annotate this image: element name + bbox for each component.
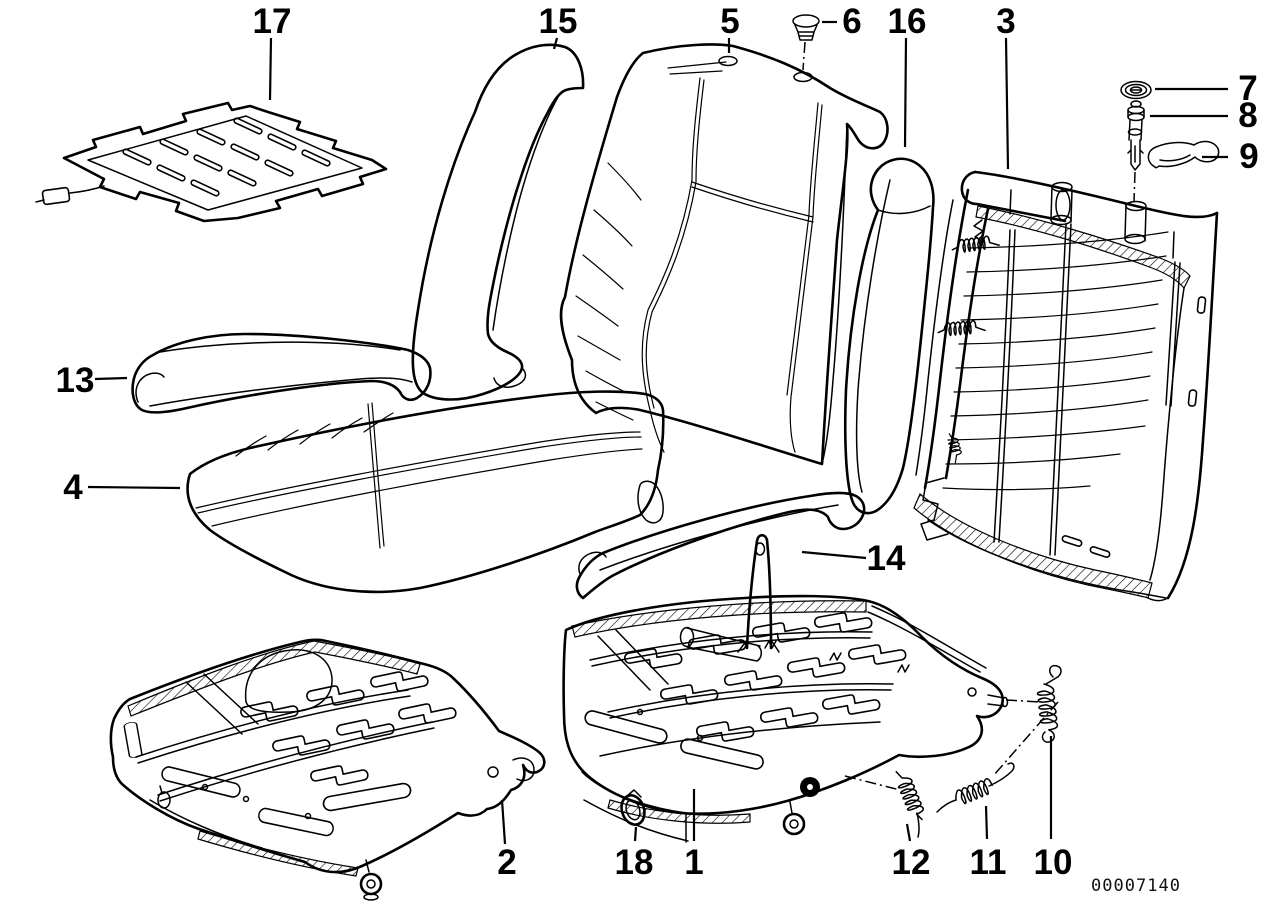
o-ring xyxy=(620,789,646,826)
callout-12-label[interactable]: 12 xyxy=(892,843,931,882)
callout-6-label[interactable]: 6 xyxy=(842,2,861,41)
headrest-hole-left xyxy=(718,55,738,67)
heating-element xyxy=(35,101,388,223)
frame-center-slots xyxy=(623,607,908,747)
callout-16: 16 xyxy=(888,2,927,148)
tension-spring-10 xyxy=(1036,664,1062,743)
backrest-cover xyxy=(559,43,889,524)
tension-spring-11 xyxy=(936,762,1015,813)
frame-slats xyxy=(942,231,1169,491)
callout-5-label[interactable]: 5 xyxy=(720,2,739,41)
callout-9-label[interactable]: 9 xyxy=(1239,137,1258,176)
heater-connector xyxy=(35,186,71,206)
callout-9: 9 xyxy=(1202,137,1259,176)
seat-frame-center xyxy=(562,533,1009,843)
callout-14-label[interactable]: 14 xyxy=(867,539,906,578)
callout-11-label[interactable]: 11 xyxy=(970,843,1007,882)
backrest-frame xyxy=(913,170,1219,602)
frame-springs xyxy=(937,235,1000,464)
assembly-lines xyxy=(802,41,1136,791)
frame-left-feet xyxy=(157,785,383,901)
recliner-bracket xyxy=(800,687,1009,797)
frame-left-slots xyxy=(239,665,458,792)
callout-12: 12 xyxy=(892,823,931,882)
cushion-trim-right xyxy=(575,491,866,600)
callout-3: 3 xyxy=(996,2,1016,170)
callout-17: 17 xyxy=(253,2,292,101)
headrest-hole-right xyxy=(793,71,813,83)
callout-15-label[interactable]: 15 xyxy=(539,2,578,41)
callouts: 17 15 5 6 16 3 7 8 9 13 4 14 2 18 1 12 1… xyxy=(56,2,1259,882)
callout-1: 1 xyxy=(684,789,704,882)
backrest-bolster-right xyxy=(843,157,935,515)
callout-8: 8 xyxy=(1150,96,1258,135)
callout-3-label[interactable]: 3 xyxy=(996,2,1015,41)
callout-1-label[interactable]: 1 xyxy=(684,843,703,882)
callout-2-label[interactable]: 2 xyxy=(497,843,516,882)
callout-8-label[interactable]: 8 xyxy=(1238,96,1257,135)
callout-14: 14 xyxy=(801,539,906,578)
heating-element-slots xyxy=(122,117,331,197)
frame-rods xyxy=(993,189,1181,556)
guide-pin xyxy=(1127,100,1145,171)
callout-10: 10 xyxy=(1034,736,1073,882)
callout-16-label[interactable]: 16 xyxy=(888,2,927,41)
seat-cushion-cover xyxy=(186,390,665,594)
callout-7-label[interactable]: 7 xyxy=(1238,69,1257,108)
drawing-number: 00007140 xyxy=(1091,876,1181,896)
callout-11: 11 xyxy=(970,805,1007,882)
callout-13-label[interactable]: 13 xyxy=(56,361,95,400)
callout-15: 15 xyxy=(539,2,578,50)
backrest-bolster-left xyxy=(411,43,585,401)
callout-2: 2 xyxy=(497,799,517,882)
callout-13: 13 xyxy=(56,361,128,400)
callout-17-label[interactable]: 17 xyxy=(253,2,292,41)
cushion-trim-left xyxy=(131,332,432,414)
tension-spring-12 xyxy=(895,770,924,838)
grommet xyxy=(1120,80,1152,100)
callout-18-label[interactable]: 18 xyxy=(615,843,654,882)
retaining-clip xyxy=(1147,140,1220,169)
frame-center-foot xyxy=(782,801,806,836)
callout-6: 6 xyxy=(822,2,862,41)
plug-button xyxy=(792,14,820,41)
callout-4: 4 xyxy=(63,468,181,507)
heater-wire xyxy=(69,185,105,194)
seat-frame-left xyxy=(109,638,546,901)
callout-10-label[interactable]: 10 xyxy=(1034,843,1073,882)
callout-5: 5 xyxy=(720,2,740,53)
cushion-hatch xyxy=(235,412,394,457)
callout-4-label[interactable]: 4 xyxy=(63,468,83,507)
callout-18: 18 xyxy=(615,826,654,882)
callout-7: 7 xyxy=(1155,69,1258,108)
